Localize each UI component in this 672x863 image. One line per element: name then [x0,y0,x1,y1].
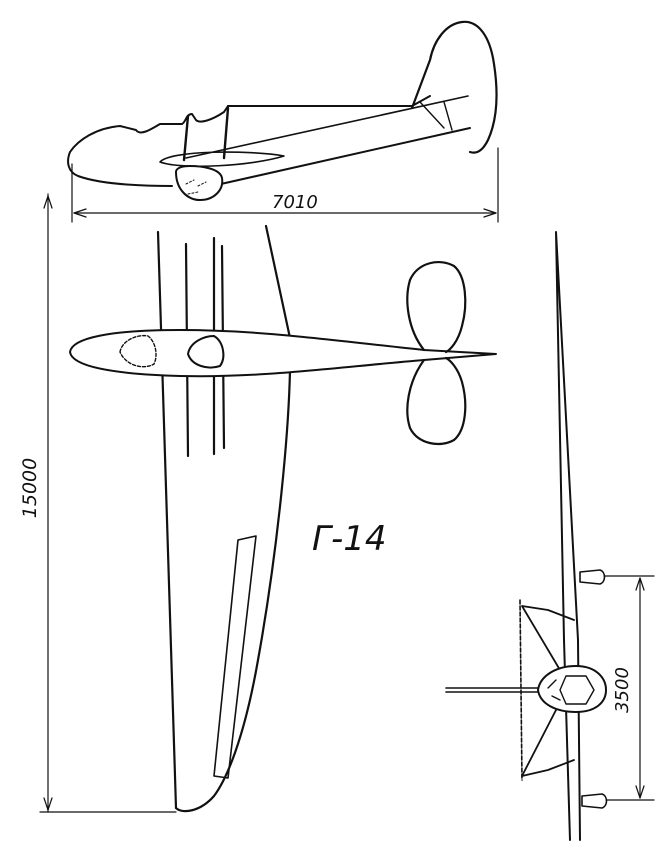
top-view-wing-root-edge [264,224,292,340]
top-view-tailplane-upper [406,261,467,354]
side-view-boom-line [185,95,469,159]
side-view-fuselage-bottom [211,127,471,187]
side-view-fin [410,20,498,154]
model-designation: Г-14 [312,519,386,559]
side-view-wheel-pod [175,165,224,201]
side-view-fuselage-top [227,95,431,107]
front-view-tailplane [445,687,541,693]
top-view-aileron [213,535,257,779]
side-view [67,20,498,201]
top-view-cockpit-front [119,334,157,368]
length-arrows [73,208,497,218]
front-view [445,231,608,841]
front-view-wing [555,231,581,841]
front-view-fuselage [537,665,607,713]
top-view [69,224,497,813]
front-view-fin [519,599,523,781]
top-view-fuselage [69,329,497,378]
top-view-tailplane-lower [406,356,467,446]
top-view-wing-trailing-edge [174,336,292,813]
length-dimension: 7010 [71,147,499,223]
side-view-pod-detail [185,179,207,195]
side-view-nose [67,105,229,187]
wingspan-label: 15000 [19,458,41,518]
front-dimension: 3500 [603,575,655,801]
side-view-strut-front [182,114,190,162]
front-view-strut-lower [521,709,575,777]
front-view-cockpit-detail [547,675,595,705]
top-view-wing-leading-edge [156,230,178,810]
wingspan-arrows [43,195,53,811]
side-view-strut-rear [222,106,230,160]
side-view-tail-brace [419,101,453,131]
top-view-cockpit-rear [187,335,225,369]
side-view-wing [159,151,285,168]
front-view-strut-upper [521,605,575,671]
front-arrows [635,577,645,799]
front-view-tip-pod-lower [581,793,608,809]
front-view-tip-pod-upper [579,569,606,585]
length-label: 7010 [272,192,318,213]
front-dimension-label: 3500 [612,667,633,713]
wingspan-dimension: 15000 [19,193,177,813]
